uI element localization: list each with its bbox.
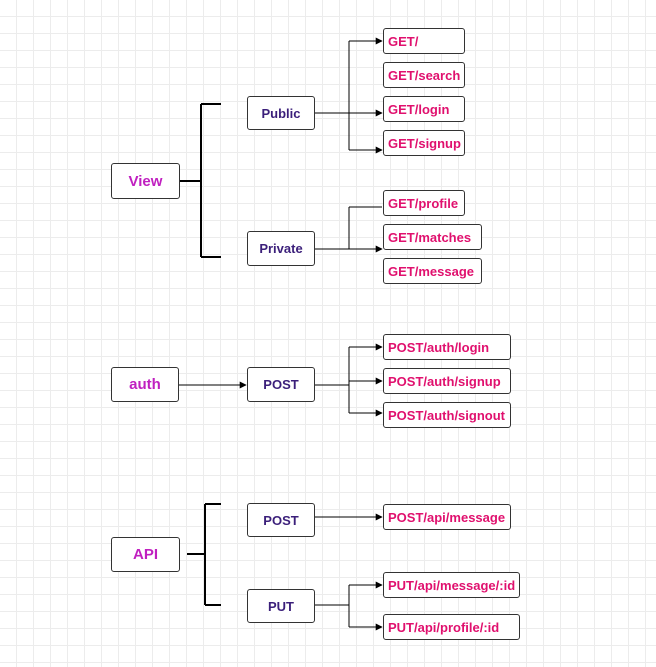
api-node[interactable]: API	[111, 537, 180, 572]
auth-post-node[interactable]: POST	[247, 367, 315, 402]
route-get-profile[interactable]: GET/profile	[383, 190, 465, 216]
route-get-root[interactable]: GET/	[383, 28, 465, 54]
public-connectors	[315, 37, 383, 154]
view-node[interactable]: View	[111, 163, 180, 199]
api-bracket	[187, 503, 221, 606]
auth-node[interactable]: auth	[111, 367, 179, 402]
auth-post-connectors	[315, 343, 383, 417]
route-put-api-profile-id[interactable]: PUT/api/profile/:id	[383, 614, 520, 640]
api-post-node[interactable]: POST	[247, 503, 315, 537]
private-connectors	[315, 206, 383, 253]
private-node[interactable]: Private	[247, 231, 315, 266]
view-bracket	[180, 103, 221, 258]
route-post-auth-signout[interactable]: POST/auth/signout	[383, 402, 511, 428]
route-post-api-message[interactable]: POST/api/message	[383, 504, 511, 530]
route-get-signup[interactable]: GET/signup	[383, 130, 465, 156]
route-get-message[interactable]: GET/message	[383, 258, 482, 284]
route-get-matches[interactable]: GET/matches	[383, 224, 482, 250]
route-post-auth-signup[interactable]: POST/auth/signup	[383, 368, 511, 394]
route-put-api-message-id[interactable]: PUT/api/message/:id	[383, 572, 520, 598]
api-put-node[interactable]: PUT	[247, 589, 315, 623]
route-get-login[interactable]: GET/login	[383, 96, 465, 122]
route-get-search[interactable]: GET/search	[383, 62, 465, 88]
public-node[interactable]: Public	[247, 96, 315, 130]
api-put-connectors	[315, 581, 383, 631]
route-post-auth-login[interactable]: POST/auth/login	[383, 334, 511, 360]
